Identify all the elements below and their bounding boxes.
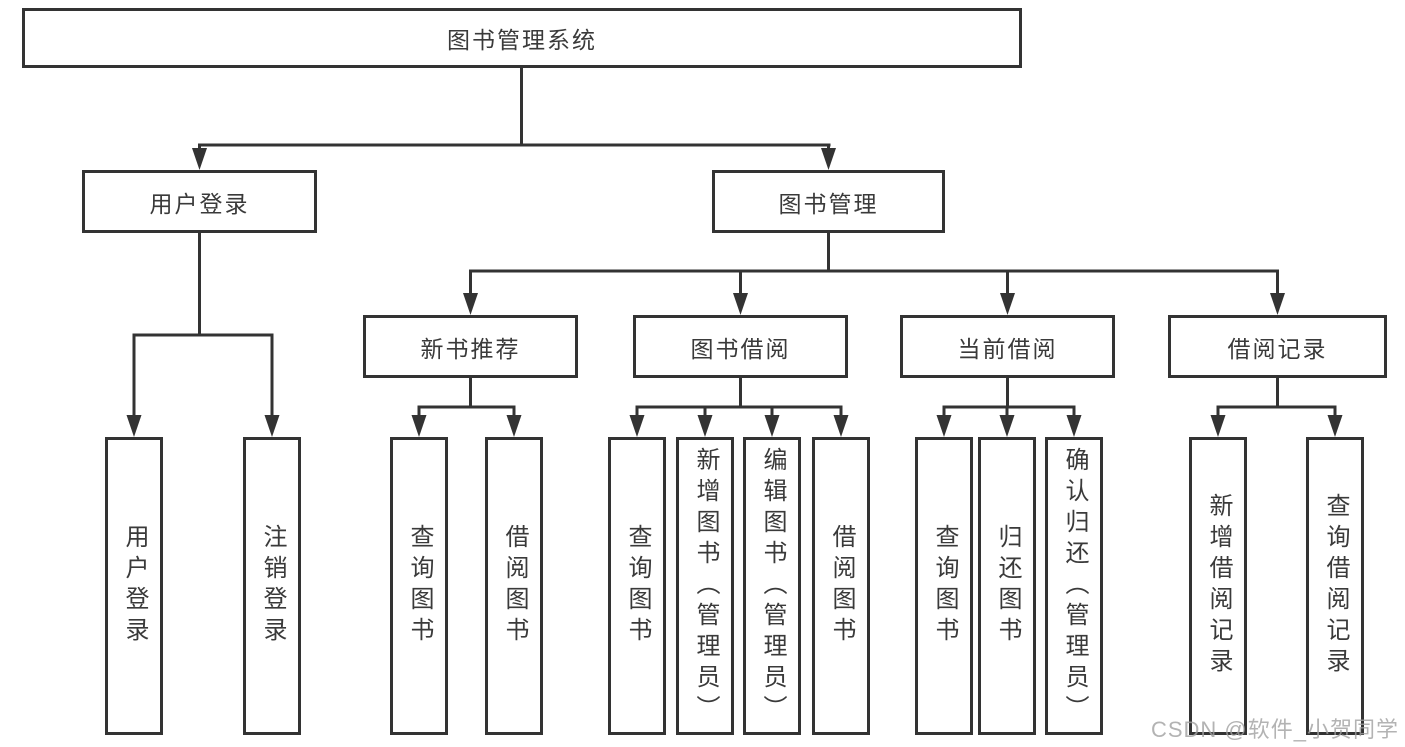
arrowhead-icon: [1210, 415, 1226, 437]
node-new-book-recommend: 新书推荐: [363, 315, 578, 378]
leaf-query-books-borrow: 查询图书: [608, 437, 666, 735]
node-user-login-group: 用户登录: [82, 170, 317, 233]
connector-borrow-to-leaves: [629, 378, 849, 437]
node-book-borrow: 图书借阅: [633, 315, 848, 378]
arrowhead-icon: [697, 415, 713, 437]
leaf-logout: 注销登录: [243, 437, 301, 735]
connector-current-to-leaves: [936, 378, 1082, 437]
leaf-borrow-books-recommend: 借阅图书: [485, 437, 543, 735]
arrowhead-icon: [1270, 293, 1285, 315]
arrowhead-icon: [1327, 415, 1343, 437]
arrowhead-icon: [126, 415, 142, 437]
arrowhead-icon: [764, 415, 780, 437]
arrowhead-icon: [506, 415, 522, 437]
leaf-return-book: 归还图书: [978, 437, 1036, 735]
arrowhead-icon: [999, 415, 1015, 437]
arrowhead-icon: [192, 148, 207, 170]
leaf-confirm-return-admin: 确认归还（管理员）: [1045, 437, 1103, 735]
node-book-management-group: 图书管理: [712, 170, 945, 233]
leaf-add-borrow-record: 新增借阅记录: [1189, 437, 1247, 735]
leaf-add-book-admin: 新增图书（管理员）: [676, 437, 734, 735]
leaf-user-login: 用户登录: [105, 437, 163, 735]
arrowhead-icon: [463, 293, 478, 315]
arrowhead-icon: [733, 293, 748, 315]
arrowhead-icon: [821, 148, 836, 170]
csdn-watermark: CSDN @软件_小贺同学: [1150, 717, 1399, 742]
arrowhead-icon: [264, 415, 280, 437]
arrowhead-icon: [1000, 293, 1015, 315]
leaf-borrow-books: 借阅图书: [812, 437, 870, 735]
arrowhead-icon: [411, 415, 427, 437]
connector-newbook-to-leaves: [411, 378, 522, 437]
arrowhead-icon: [629, 415, 645, 437]
arrowhead-icon: [936, 415, 952, 437]
node-root-library-system: 图书管理系统: [22, 8, 1022, 68]
connector-login-to-leaves: [126, 233, 280, 437]
leaf-query-books-current: 查询图书: [915, 437, 973, 735]
connector-records-to-leaves: [1210, 378, 1343, 437]
leaf-query-books-recommend: 查询图书: [390, 437, 448, 735]
arrowhead-icon: [1066, 415, 1082, 437]
connector-management-to-level2: [463, 233, 1285, 315]
arrowhead-icon: [833, 415, 849, 437]
node-current-borrow: 当前借阅: [900, 315, 1115, 378]
connector-root-to-level1: [192, 68, 836, 170]
leaf-query-borrow-record: 查询借阅记录: [1306, 437, 1364, 735]
leaf-edit-book-admin: 编辑图书（管理员）: [743, 437, 801, 735]
node-borrow-records: 借阅记录: [1168, 315, 1387, 378]
